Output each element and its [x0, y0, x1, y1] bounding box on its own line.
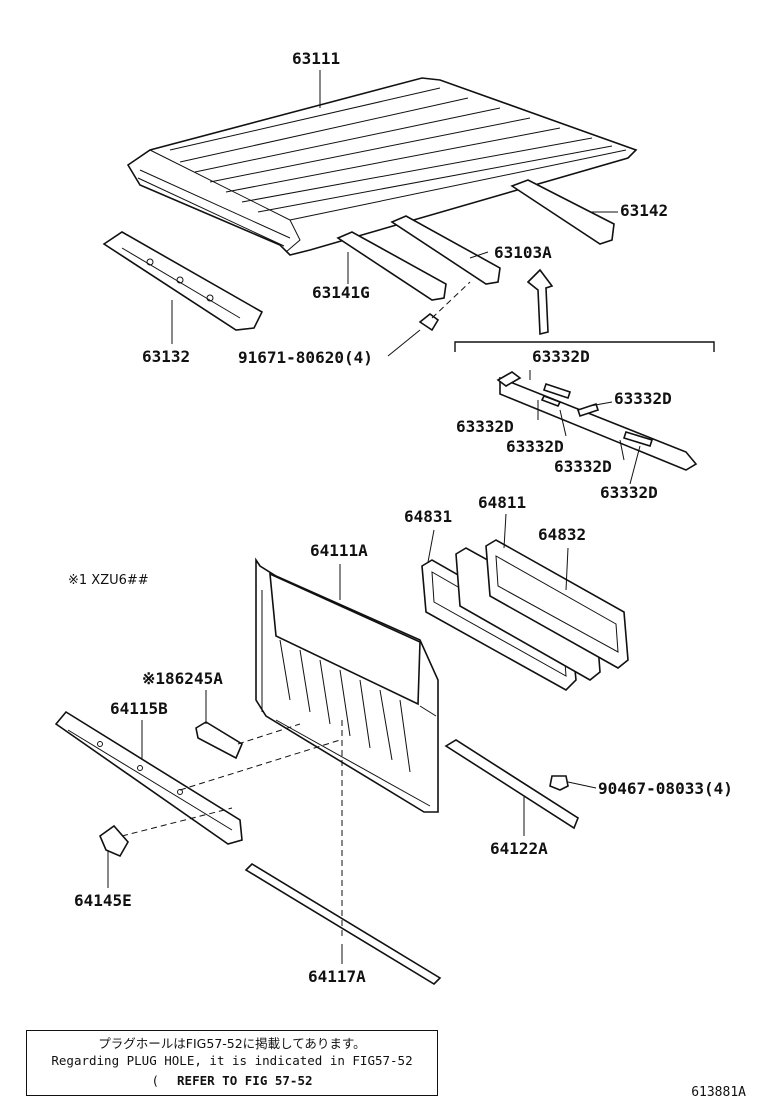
- note-reference-paren: (: [151, 1073, 160, 1088]
- roof-bow-63103A: [390, 215, 501, 285]
- bracket-86245A: [195, 721, 244, 760]
- label-63111: 63111: [292, 49, 340, 68]
- roof-bow-63141G: [336, 231, 447, 301]
- label-63332D-top: 63332D: [532, 347, 590, 366]
- back-panel-64111A: [255, 557, 439, 813]
- label-90467-08033: 90467-08033(4): [598, 779, 733, 798]
- bracket-64145E: [99, 824, 129, 858]
- lower-sill-64115B: [54, 710, 243, 845]
- detail-strip-63332D: [496, 371, 698, 471]
- note-english: Regarding PLUG HOLE, it is indicated in …: [51, 1053, 413, 1068]
- label-63332D-bottom-2: 63332D: [600, 483, 658, 502]
- label-64117A: 64117A: [308, 967, 366, 986]
- front-header-63132: [102, 231, 264, 331]
- strip-64117A: [244, 862, 442, 986]
- clip-91671-80620: [418, 312, 440, 332]
- label-63132: 63132: [142, 347, 190, 366]
- label-63332D-left-2: 63332D: [506, 437, 564, 456]
- note-japanese: プラグホールはFIG57-52に掲載してあります。: [98, 1036, 366, 1051]
- label-64811: 64811: [478, 493, 526, 512]
- reference-note-box: プラグホールはFIG57-52に掲載してあります。 Regarding PLUG…: [26, 1030, 438, 1096]
- label-64832: 64832: [538, 525, 586, 544]
- reinforcement-64122A: [444, 739, 579, 830]
- label-63141G: 63141G: [312, 283, 370, 302]
- weatherstrip-64832: [485, 539, 629, 669]
- label-63332D-bottom-1: 63332D: [554, 457, 612, 476]
- label-64831: 64831: [404, 507, 452, 526]
- roof-bow-63142: [510, 179, 615, 245]
- label-63103A: 63103A: [494, 243, 552, 262]
- figure-id: 613881A: [691, 1085, 746, 1100]
- label-64145E: 64145E: [74, 891, 132, 910]
- label-91671-80620: 91671-80620(4): [238, 348, 373, 367]
- label-86245A: ※186245A: [142, 669, 223, 688]
- label-64115B: 64115B: [110, 699, 168, 718]
- roof-panel-63111: [126, 77, 638, 256]
- label-64111A: 64111A: [310, 541, 368, 560]
- label-63142: 63142: [620, 201, 668, 220]
- note-reference-text: REFER TO FIG 57-52: [177, 1073, 313, 1088]
- label-63332D-left-1: 63332D: [456, 417, 514, 436]
- model-note: ※1 XZU6##: [68, 573, 149, 588]
- clip-90467-08033: [549, 775, 569, 791]
- label-63332D-right-1: 63332D: [614, 389, 672, 408]
- note-reference: ( REFER TO FIG 57-52: [27, 1073, 437, 1088]
- label-64122A: 64122A: [490, 839, 548, 858]
